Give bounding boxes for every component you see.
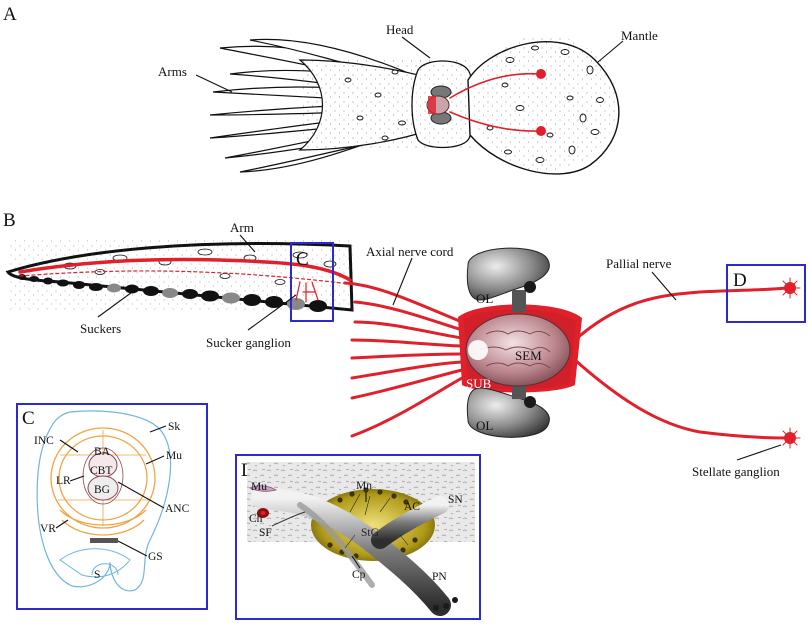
d-label-stg: StG (361, 527, 379, 539)
pallial-nerve-lower (573, 358, 788, 440)
inset-d-frame (726, 264, 806, 323)
arms-label: Arms (158, 64, 187, 79)
arm-texture (300, 60, 430, 150)
stellate-ganglion-a-lower (536, 126, 546, 136)
axial-nerve-cord-label: Axial nerve cord (366, 244, 454, 259)
stellate-ganglion-a-upper (536, 69, 546, 79)
panel-b: B C Arm (3, 210, 806, 479)
panel-c: C Sk INC BA Mu CBT LR BG ANC VR (16, 403, 208, 610)
c-label-mu: Mu (166, 450, 182, 462)
sub-label: SUB (466, 376, 492, 391)
panel-c-frame (16, 403, 208, 610)
axial-nerve-cord-in-arm (18, 257, 352, 282)
panel-c-letter: C (22, 408, 35, 429)
panel-a-letter: A (3, 4, 17, 25)
inset-c-letter: C (296, 249, 309, 270)
d-label-sn: SN (448, 494, 463, 506)
c-label-anc: ANC (165, 503, 190, 515)
panel-d-frame (235, 454, 481, 620)
d-label-pn: PN (432, 571, 447, 583)
c-label-cbt: CBT (90, 465, 112, 477)
panel-b-letter: B (3, 210, 16, 231)
pallial-nerve-upper (573, 286, 788, 342)
stellate-ganglion-lower (779, 427, 801, 449)
arm-label: Arm (230, 220, 254, 235)
c-label-lr: LR (56, 475, 71, 487)
suckers-label: Suckers (80, 321, 121, 336)
c-label-inc: INC (34, 435, 54, 447)
suckers-drawing (18, 274, 327, 312)
c-label-vr: VR (40, 523, 56, 535)
brain-b-drawing (458, 247, 582, 438)
d-label-cp: Cp (352, 569, 366, 581)
head-label: Head (386, 22, 414, 37)
d-label-mn: Mn (356, 480, 372, 492)
mantle-label: Mantle (621, 28, 658, 43)
c-label-ba: BA (94, 446, 111, 458)
d-label-mu: Mu (251, 481, 267, 493)
c-label-bg: BG (94, 484, 110, 496)
pallial-nerve-label: Pallial nerve (606, 256, 672, 271)
axial-nerve-cords (343, 281, 464, 438)
panel-d: D Mu Mn SN AC Ch SF StG Cp (235, 454, 481, 620)
mantle-spots (344, 45, 604, 163)
stellate-ganglion-label: Stellate ganglion (692, 464, 780, 479)
sucker-ganglion-label: Sucker ganglion (206, 335, 291, 350)
muscle-rings (50, 427, 156, 536)
d-label-ch: Ch (249, 513, 263, 525)
inset-c-frame (290, 242, 334, 322)
pallial-nerve-a-upper (449, 72, 541, 99)
sem-label: SEM (515, 348, 542, 363)
muscle-fibre (249, 485, 277, 492)
ganglion-cells (327, 487, 418, 559)
ganglion-strip (90, 538, 118, 543)
c-label-s: S (94, 569, 100, 581)
panel-a: A (3, 4, 658, 175)
c-label-gs: GS (148, 551, 163, 563)
ol-lower-label: OL (476, 418, 493, 433)
ol-upper-label: OL (476, 291, 493, 306)
pallial-nerve-tube (251, 487, 451, 616)
inset-d-letter: D (733, 270, 747, 291)
sucker-ganglion-drawing (295, 281, 319, 303)
pallial-nerve-a-lower (449, 111, 541, 132)
c-label-sk: Sk (168, 421, 180, 433)
stellate-ganglion-upper (779, 277, 801, 299)
brain-drawing (426, 85, 452, 125)
d-label-ac: AC (404, 501, 420, 513)
stellar-nerve-tube (371, 496, 449, 549)
d-label-sf: SF (259, 527, 272, 539)
